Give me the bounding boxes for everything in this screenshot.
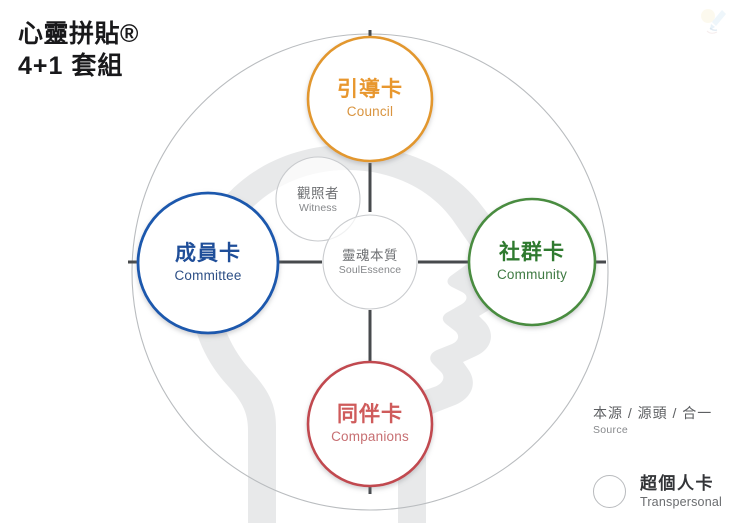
legend: 本源 / 源頭 / 合一 Source 超個人卡 Transpersonal: [592, 404, 722, 509]
legend-transpersonal-cn: 超個人卡: [639, 473, 714, 493]
title-line-secondary: 4+1 套組: [18, 52, 124, 80]
legend-transpersonal-en: Transpersonal: [639, 495, 722, 509]
node-circle-soulessence[interactable]: [322, 214, 418, 310]
title-line-primary: 心靈拼貼®: [18, 20, 139, 48]
legend-circle-swatch-icon: [592, 474, 626, 508]
page-title: 心靈拼貼® 4+1 套組: [18, 18, 139, 82]
node-circle-committee[interactable]: [136, 191, 280, 335]
legend-transpersonal-text: 超個人卡 Transpersonal: [640, 474, 722, 509]
node-circle-witness[interactable]: [275, 156, 361, 242]
legend-source-en: Source: [592, 423, 629, 436]
brand-watermark-icon: [698, 4, 732, 38]
head-profile-silhouette: [190, 145, 506, 523]
legend-transpersonal-entry: 超個人卡 Transpersonal: [592, 474, 722, 509]
legend-source-cn: 本源 / 源頭 / 合一: [592, 404, 713, 421]
node-circle-council[interactable]: [306, 35, 434, 163]
node-circle-companions[interactable]: [306, 360, 434, 488]
node-connector-lines: [279, 163, 468, 363]
node-circle-community[interactable]: [467, 197, 597, 327]
legend-source-entry: 本源 / 源頭 / 合一 Source: [593, 404, 722, 436]
